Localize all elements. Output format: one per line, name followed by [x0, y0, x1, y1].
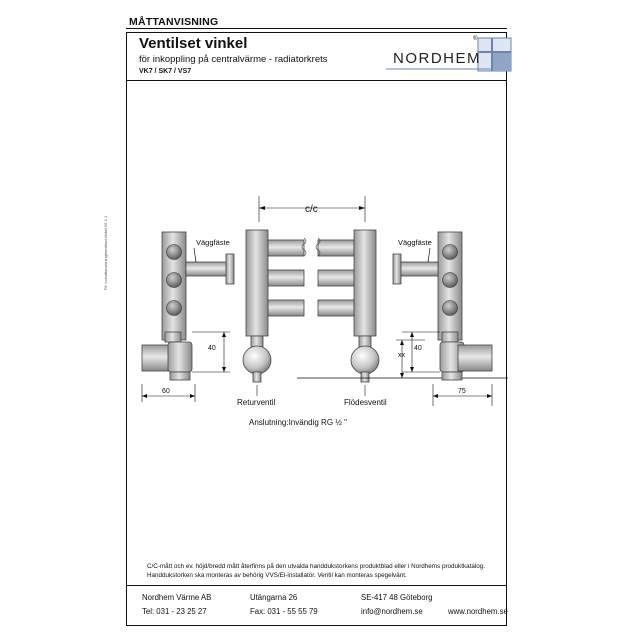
dim-right-width: 75 [458, 388, 466, 395]
note-line-1: C/C-mått och ev. höjd/bredd mått återfin… [147, 563, 486, 570]
front-view [242, 196, 508, 396]
wall-bracket-label-left: Väggfäste [196, 238, 230, 247]
cc-label: c/c [305, 204, 318, 215]
footer-fax: Fax: 031 - 55 55 79 [250, 607, 318, 616]
sheet-label: MÅTTANVISNING [129, 16, 219, 28]
dim-left-height: 40 [208, 345, 216, 352]
footer-website[interactable]: www.nordhem.se [448, 607, 508, 616]
dim-right-height: 40 [414, 345, 422, 352]
header-divider [126, 80, 507, 82]
dim-right-xx: xx [398, 352, 406, 359]
left-side-view [141, 231, 235, 402]
footer-email[interactable]: info@nordhem.se [361, 607, 423, 616]
note-line-2: Handdukstorken ska monteras av behörig V… [147, 572, 407, 579]
wall-bracket-label-right: Väggfäste [398, 238, 432, 247]
return-valve-label: Returventil [237, 398, 275, 407]
model-codes: VK7 / SK7 / VS7 [139, 68, 192, 75]
document-title: Ventilset vinkel [139, 35, 248, 52]
logo-wordmark: NORDHEM [393, 50, 481, 67]
top-rule [126, 28, 507, 29]
footer-street: Utängarna 26 [250, 593, 298, 602]
right-side-view [392, 231, 493, 406]
footer-phone: Tel: 031 - 23 25 27 [142, 607, 207, 616]
dim-left-width: 60 [162, 388, 170, 395]
footer-divider [126, 585, 507, 586]
flow-valve-label: Flödesventil [344, 398, 387, 407]
footer-company: Nordhem Värme AB [142, 593, 212, 602]
document-subtitle: för inkoppling på centralvärme - radiato… [139, 54, 328, 65]
logo-registered-mark: ® [473, 36, 478, 42]
connection-label: Anslutning:Invändig RG ½ " [249, 418, 347, 427]
document-frame [126, 32, 507, 626]
footer-postal: SE-417 48 Göteborg [361, 593, 433, 602]
